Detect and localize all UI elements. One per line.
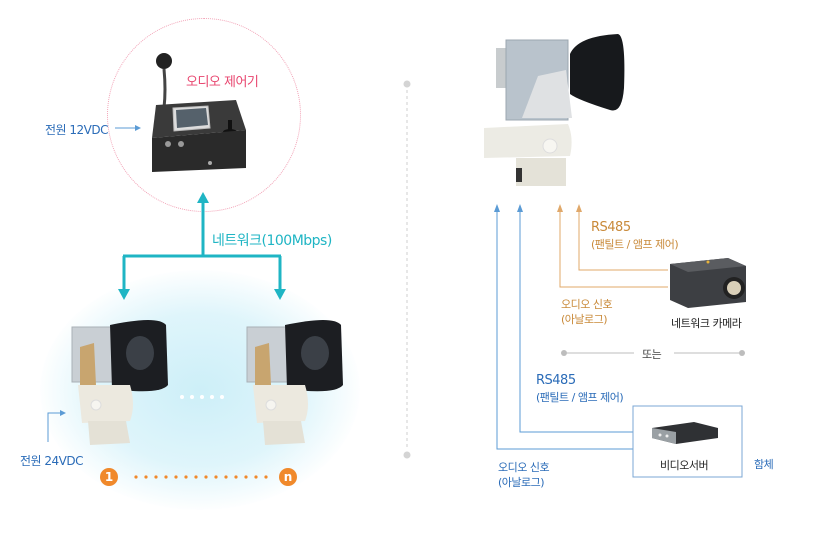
controller-front [152, 130, 246, 172]
rs485-arrowhead-camera [576, 204, 582, 212]
power-24vdc-arrowhead [60, 410, 66, 416]
camera-led [706, 260, 710, 264]
video-server-front [652, 428, 676, 444]
power-12vdc-arrowhead [135, 125, 141, 131]
rs485-line-videoserver [519, 212, 633, 433]
speaker-badge-first: 1 [100, 468, 118, 486]
enclosure-box [632, 405, 743, 478]
divider-bottom-dot [403, 451, 411, 459]
rs485-arrowhead-videoserver [517, 204, 523, 212]
camera-rs485-sub: (팬틸트 / 앰프 제어) [591, 238, 679, 251]
horn-speaker-cone [301, 336, 329, 370]
mirror-bracket [522, 70, 572, 118]
network-arrowhead-up [197, 192, 209, 203]
separator-right-dot [739, 350, 745, 356]
speaker-badge-last: n [279, 468, 297, 486]
network-camera-device [668, 254, 750, 310]
enclosure-label: 함체 [754, 458, 774, 471]
camera-rs485-label: RS485 [591, 220, 631, 235]
video-server-device [650, 420, 720, 446]
audio-analog-line-videoserver [496, 212, 633, 450]
camera-audio-label: 오디오 신호 [561, 298, 613, 311]
pan-tilt-body [78, 385, 133, 423]
audio-analog-arrowhead-camera [557, 204, 563, 212]
speaker-bracket [255, 343, 271, 387]
pan-tilt-base-side [516, 158, 566, 186]
speaker-bracket [80, 343, 96, 387]
controller-port [208, 161, 212, 165]
network-label: 네트워크(100Mbps) [212, 233, 332, 249]
power-24vdc-label: 전원 24VDC [20, 454, 84, 468]
audio-controller-illustration [152, 53, 246, 172]
power-12vdc-label: 전원 12VDC [45, 123, 109, 137]
audio-controller-device [148, 50, 248, 175]
network-arrowhead-left [118, 289, 130, 300]
pan-tilt-speaker-illustration [71, 320, 168, 445]
tilt-knob-side [542, 138, 558, 154]
videoserver-rs485-sub: (팬틸트 / 앰프 제어) [536, 391, 624, 404]
camera-lens-icon [727, 281, 741, 295]
network-arrowhead-right [274, 289, 286, 300]
rs485-line-camera [578, 212, 668, 271]
camera-top [670, 258, 746, 272]
connector-side [516, 168, 522, 182]
separator-left-dot [561, 350, 567, 356]
pan-tilt-base [88, 421, 130, 445]
network-camera-label: 네트워크 카메라 [671, 317, 742, 330]
controller-screen-display [176, 108, 208, 128]
pan-tilt-speaker-side [478, 28, 628, 193]
tilt-knob [90, 399, 102, 411]
power-24vdc-line [47, 412, 62, 442]
joystick-stick [228, 120, 232, 132]
pan-tilt-base [263, 421, 305, 445]
video-server-port [665, 434, 669, 438]
audio-analog-arrowhead-videoserver [494, 204, 500, 212]
speaker-unit-n [245, 315, 355, 450]
divider-top-dot [403, 80, 411, 88]
video-server-illustration [652, 422, 718, 444]
ellipsis-dots [180, 395, 224, 399]
audio-analog-line-camera [559, 212, 668, 288]
pan-tilt-speaker-illustration [246, 320, 343, 445]
audio-controller-label: 오디오 제어기 [186, 75, 259, 90]
videoserver-rs485-label: RS485 [536, 373, 576, 388]
microphone-head-icon [156, 53, 172, 69]
pan-tilt-body [253, 385, 308, 423]
camera-audio-sub: (아날로그) [561, 313, 608, 326]
or-separator-label: 또는 [642, 348, 662, 361]
horn-speaker-cone [126, 336, 154, 370]
rear-plate [496, 48, 508, 88]
controller-button-2 [178, 141, 184, 147]
speaker-unit-1 [70, 315, 180, 450]
speaker-count-dots [134, 475, 268, 479]
video-server-label: 비디오서버 [660, 459, 709, 472]
horn-speaker-side [570, 34, 625, 111]
network-camera-illustration [670, 258, 746, 308]
tilt-knob [265, 399, 277, 411]
pan-tilt-speaker-side-illustration [484, 34, 625, 186]
video-server-port [658, 433, 662, 437]
videoserver-audio-label: 오디오 신호 [498, 461, 550, 474]
controller-button-1 [165, 141, 171, 147]
videoserver-audio-sub: (아날로그) [498, 476, 545, 489]
